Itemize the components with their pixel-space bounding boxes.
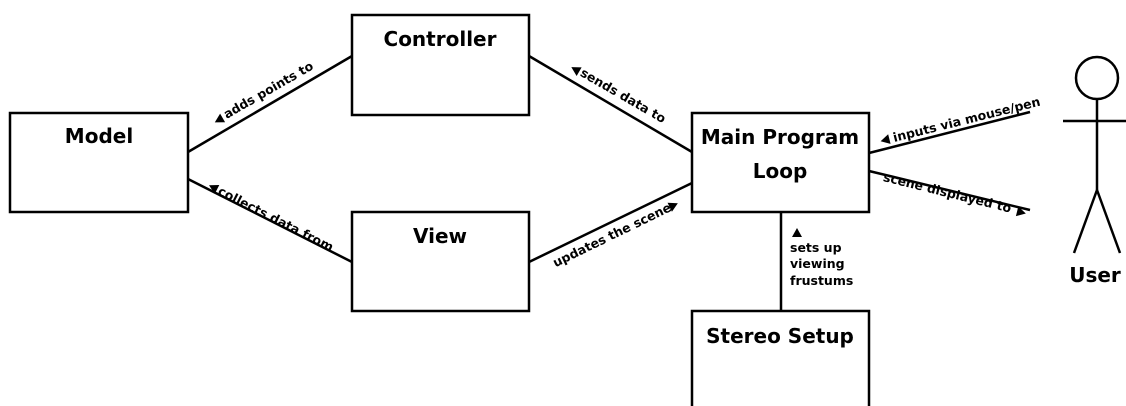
arrow-left-icon: [214, 113, 226, 123]
edge-label-view-main: updates the scene: [550, 200, 678, 270]
connector-main-user: [868, 169, 1031, 212]
stereo-title: Stereo Setup: [706, 324, 854, 348]
stereo-box: [690, 309, 871, 406]
edge-label-model-controller: adds points to: [214, 58, 316, 123]
edge-label-view-main-text: updates the scene: [550, 200, 673, 270]
edge-label-controller-main-text: sends data to: [578, 65, 669, 126]
edge-label-model-view: collects data from: [209, 183, 336, 254]
controller-title: Controller: [384, 27, 497, 51]
view-box: [350, 210, 531, 313]
arrow-left-icon: [880, 134, 891, 144]
arrow-right-icon: [1015, 206, 1026, 217]
main-loop-title-line1: Main Program: [701, 125, 859, 149]
connector-model-view: [187, 177, 353, 264]
user-actor-icon: [1063, 55, 1126, 254]
edge-label-main-stereo: sets up viewing frustums: [790, 228, 853, 288]
main-loop-box: [690, 111, 871, 214]
actor-head: [1074, 55, 1120, 101]
edge-label-main-stereo-line3: frustums: [790, 273, 853, 288]
main-loop-title-line2: Loop: [753, 159, 808, 183]
arrow-right-icon: [667, 202, 678, 212]
user-label: User: [1069, 263, 1121, 287]
arrow-left-icon: [571, 67, 582, 76]
arrow-left-icon: [209, 184, 220, 194]
model-box: [8, 111, 190, 214]
controller-box: [350, 13, 531, 117]
model-title: Model: [65, 124, 133, 148]
connector-model-controller: [187, 54, 353, 154]
edge-label-main-stereo-line1: sets up: [790, 240, 842, 255]
actor-left-leg: [1072, 189, 1099, 254]
arrow-up-icon: [792, 228, 802, 237]
edge-label-user-main: inputs via mouse/pen: [880, 94, 1042, 145]
actor-right-leg: [1095, 189, 1122, 254]
connector-view-main: [528, 181, 693, 264]
edge-label-user-main-text: inputs via mouse/pen: [891, 94, 1041, 145]
edge-label-main-stereo-line2: viewing: [790, 256, 845, 271]
edge-label-model-view-text: collects data from: [216, 183, 336, 254]
connector-user-main: [868, 110, 1031, 155]
connector-controller-main: [528, 54, 693, 154]
edge-label-model-controller-text: adds points to: [221, 58, 316, 122]
edge-label-controller-main: sends data to: [571, 65, 669, 126]
edge-label-main-user-text: scene displayed to: [882, 169, 1014, 215]
edge-label-main-user: scene displayed to: [882, 169, 1026, 217]
view-title: View: [413, 224, 467, 248]
